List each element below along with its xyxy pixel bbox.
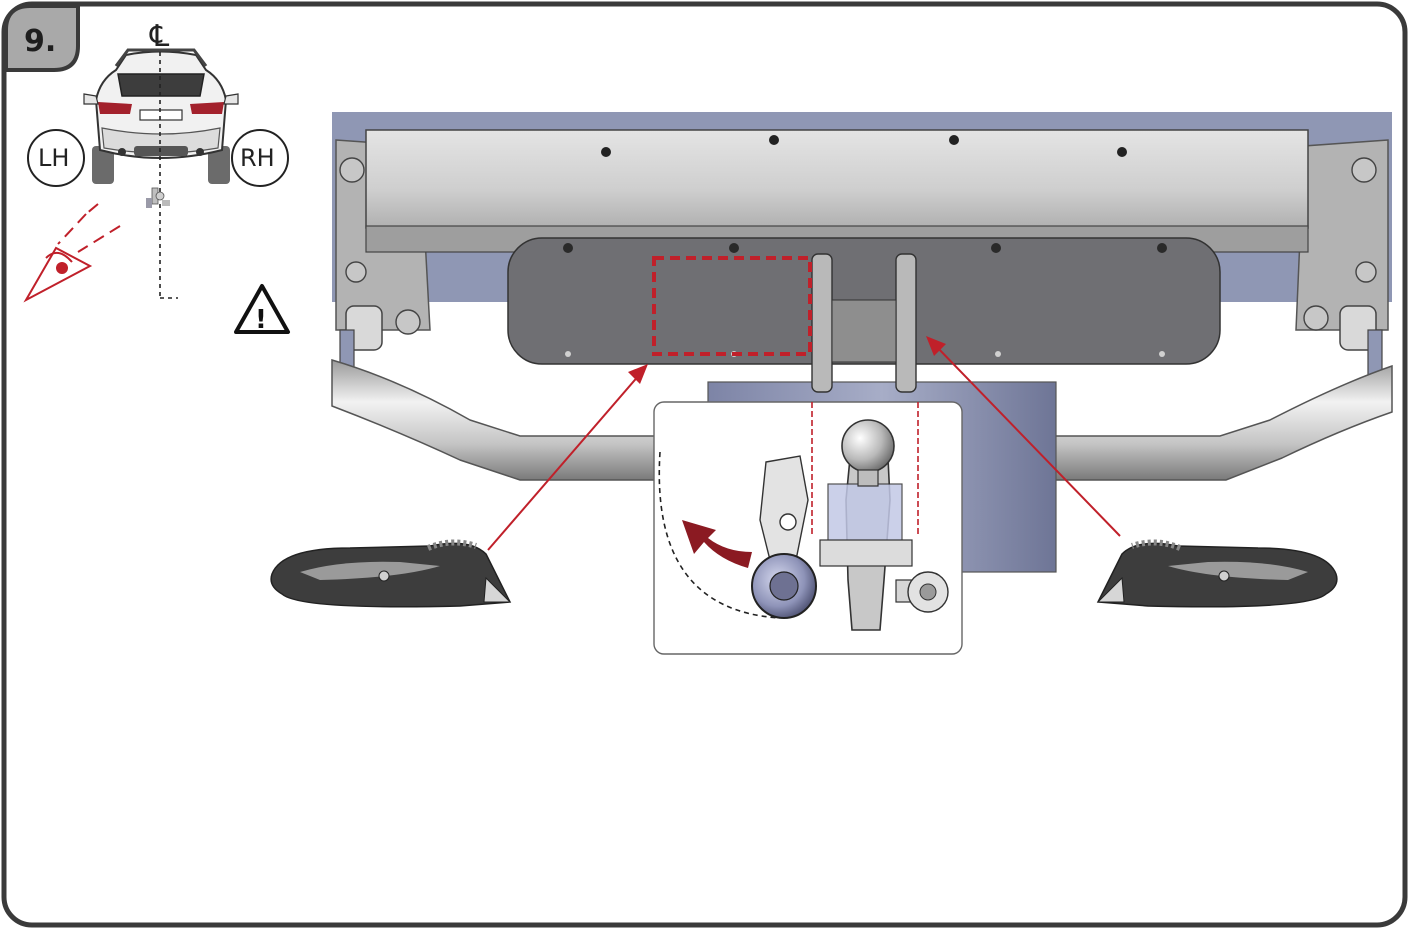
step-tab (4, 4, 80, 72)
highlight-area (652, 256, 812, 356)
right-utility-knife-icon (1096, 539, 1338, 608)
eye-view-icon (23, 203, 121, 303)
main-beam (365, 129, 1309, 229)
warning-glyph: ! (255, 305, 267, 335)
rh-side-marker: RH (231, 129, 289, 187)
rh-label: RH (240, 144, 275, 172)
pointer-arrows (487, 336, 1121, 551)
lh-side-marker: LH (27, 129, 85, 187)
tow-ball (841, 419, 895, 473)
centerline-symbol: ℄ (149, 19, 169, 54)
towbar-assembly (331, 112, 1393, 573)
lh-label: LH (38, 144, 69, 172)
cross-tube (331, 358, 1393, 481)
rotate-arrow-icon (682, 520, 752, 568)
car-rear-view (83, 48, 239, 184)
detail-inset (653, 401, 963, 655)
towbar-mini-icon (146, 187, 170, 208)
step-number: 9. (24, 24, 56, 59)
left-utility-knife-icon (270, 539, 512, 608)
warning-triangle-icon: ! (234, 284, 290, 335)
